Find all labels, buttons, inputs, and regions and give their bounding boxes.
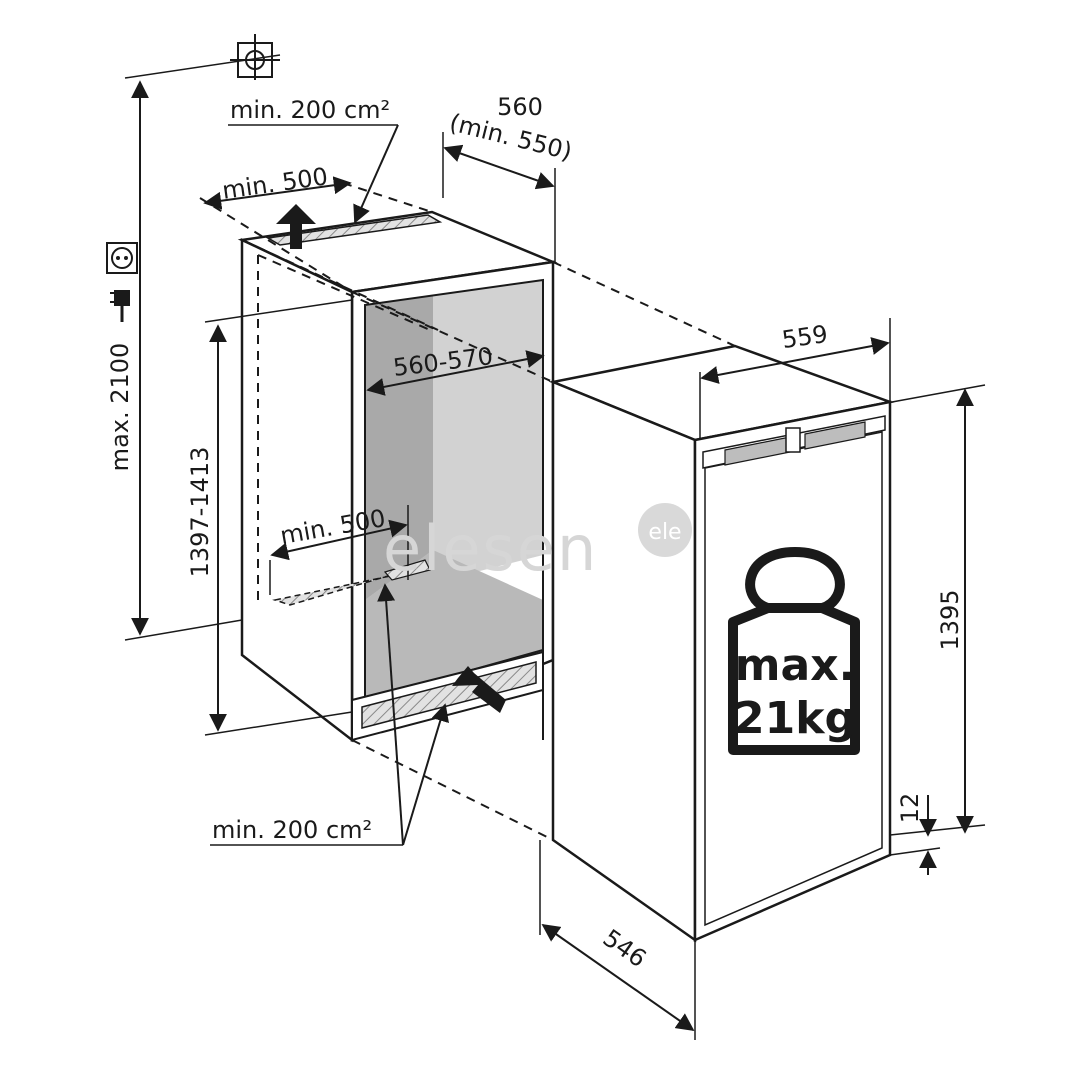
label-appliance-depth: 546 xyxy=(598,924,652,973)
top-vent-slot xyxy=(265,214,443,246)
watermark: elesen ele xyxy=(383,503,692,585)
dim-bottom-depth-line xyxy=(270,519,408,561)
dim-niche-width-line xyxy=(366,350,545,396)
airflow-in-arrow xyxy=(452,666,506,713)
airflow-up-arrow xyxy=(276,204,316,249)
weight-ring xyxy=(745,546,845,613)
label-vent-bottom-area: min. 200 cm² xyxy=(212,816,372,844)
door-load-text-line1: max. xyxy=(735,640,856,691)
cabinet-niche xyxy=(237,210,558,743)
dim-top-depth-line xyxy=(203,176,352,210)
control-panel-right xyxy=(804,421,866,450)
watermark-badge-text: ele xyxy=(648,520,681,545)
door-load-text-line2: 21kg xyxy=(734,693,856,744)
label-niche-depth: 560 xyxy=(497,93,543,121)
label-niche-height: 1397-1413 xyxy=(186,447,214,578)
crosshair-symbol-icon xyxy=(230,34,280,80)
label-max-height: max. 2100 xyxy=(106,343,134,472)
leader-top-vent xyxy=(353,124,399,224)
label-appliance-width: 559 xyxy=(780,320,829,354)
leader-bottom-vent-1 xyxy=(377,583,404,846)
weight-icon: max. 21kg xyxy=(728,546,860,755)
dim-appliance-width-line xyxy=(700,337,890,384)
power-socket-icon xyxy=(106,242,138,274)
label-top-depth: min. 500 xyxy=(220,162,329,205)
watermark-text: elesen xyxy=(383,512,598,585)
appliance-side xyxy=(551,380,697,943)
dim-appliance-depth-line xyxy=(541,923,695,1032)
power-plug-icon xyxy=(110,290,130,322)
leader-bottom-vent-2 xyxy=(402,703,449,846)
control-hinge-center xyxy=(785,427,801,453)
niche-side-panel xyxy=(240,238,354,743)
label-appliance-height: 1395 xyxy=(936,589,964,650)
label-gap: 12 xyxy=(896,793,924,824)
label-vent-top-area: min. 200 cm² xyxy=(230,96,390,124)
weight-body xyxy=(728,603,860,755)
watermark-badge-circle xyxy=(638,503,692,557)
leaders-and-airflow xyxy=(210,124,506,846)
dimension-lines xyxy=(124,54,986,1040)
dim-niche-depth-line xyxy=(443,144,555,190)
